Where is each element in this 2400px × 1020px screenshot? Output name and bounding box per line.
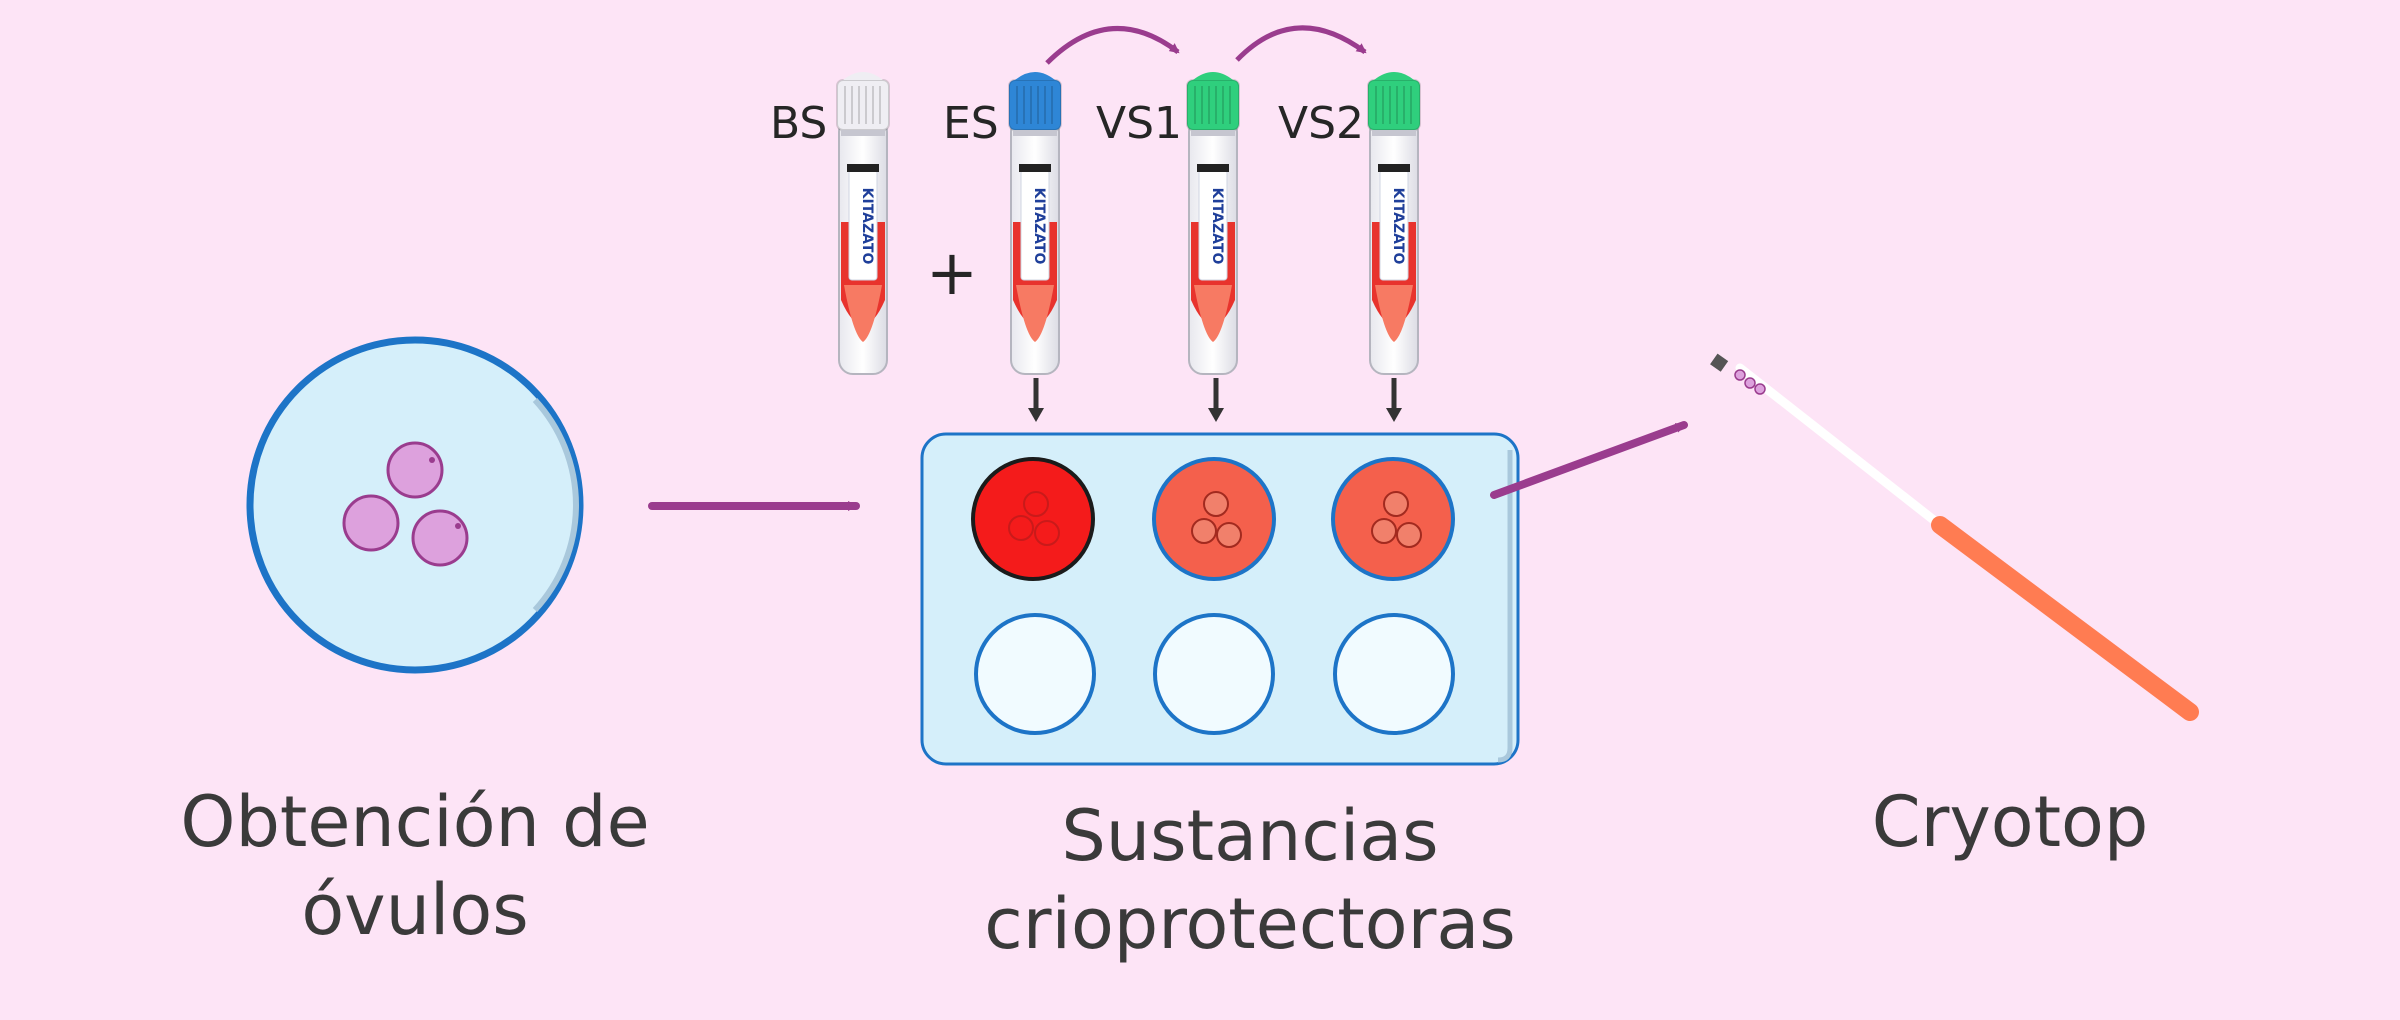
well-plate-icon	[920, 432, 1520, 766]
curved-arrow-icon	[1045, 26, 1180, 65]
arrow-down-icon	[1028, 378, 1402, 422]
tube-label: ES	[943, 98, 999, 149]
tube-brand-label: KITAZATO	[859, 188, 875, 265]
caption-line: Obtención de	[180, 781, 650, 863]
caption-device: Cryotop	[1810, 778, 2210, 866]
curved-arrow-icon	[1235, 25, 1367, 62]
test-tube-icon: KITAZATO	[836, 72, 890, 375]
tube-brand-label: KITAZATO	[1209, 188, 1225, 265]
caption-line: crioprotectoras	[984, 883, 1516, 965]
petri-dish-icon	[246, 336, 584, 674]
tube-label: BS	[770, 98, 828, 149]
caption-oocytes: Obtención de óvulos	[165, 778, 665, 954]
tube-brand-label: KITAZATO	[1390, 188, 1406, 265]
arrow-right-icon	[1490, 421, 1688, 499]
caption-line: óvulos	[301, 869, 529, 951]
tube-label: VS2	[1278, 98, 1365, 149]
oocyte-icon	[342, 441, 469, 567]
test-tube-icon: KITAZATO	[1367, 72, 1421, 375]
cryotop-icon	[1710, 353, 2199, 721]
tube-label: VS1	[1096, 98, 1183, 149]
caption-line: Sustancias	[1061, 795, 1439, 877]
plus-sign: +	[926, 236, 978, 309]
test-tube-icon: KITAZATO	[1008, 72, 1062, 375]
caption-line: Cryotop	[1871, 781, 2149, 863]
caption-substances: Sustancias crioprotectoras	[970, 792, 1530, 968]
test-tube-icon: KITAZATO	[1186, 72, 1240, 375]
tube-brand-label: KITAZATO	[1031, 188, 1047, 265]
